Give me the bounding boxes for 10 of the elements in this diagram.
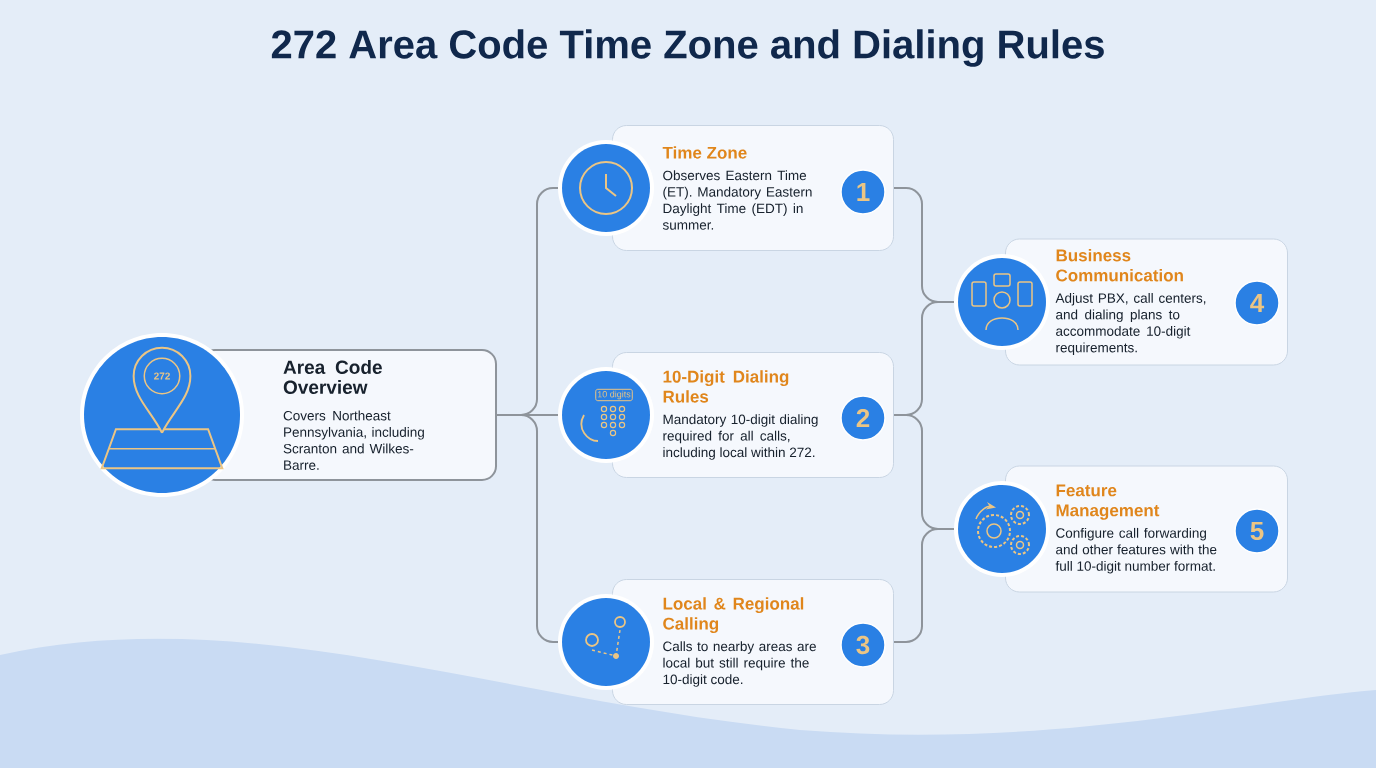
icon-label: 272 — [154, 372, 170, 380]
number-badge: 5 — [1234, 508, 1280, 554]
connector — [496, 414, 559, 643]
number-badge: 3 — [840, 622, 886, 668]
title: 272 Area Code Time Zone and Dialing Rules — [271, 29, 1104, 67]
icon-label: 10 digits — [595, 388, 633, 402]
connector — [893, 528, 955, 643]
number-badge: 1 — [840, 169, 886, 215]
number-badge: 4 — [1234, 280, 1280, 326]
number-badge: 2 — [840, 395, 886, 441]
